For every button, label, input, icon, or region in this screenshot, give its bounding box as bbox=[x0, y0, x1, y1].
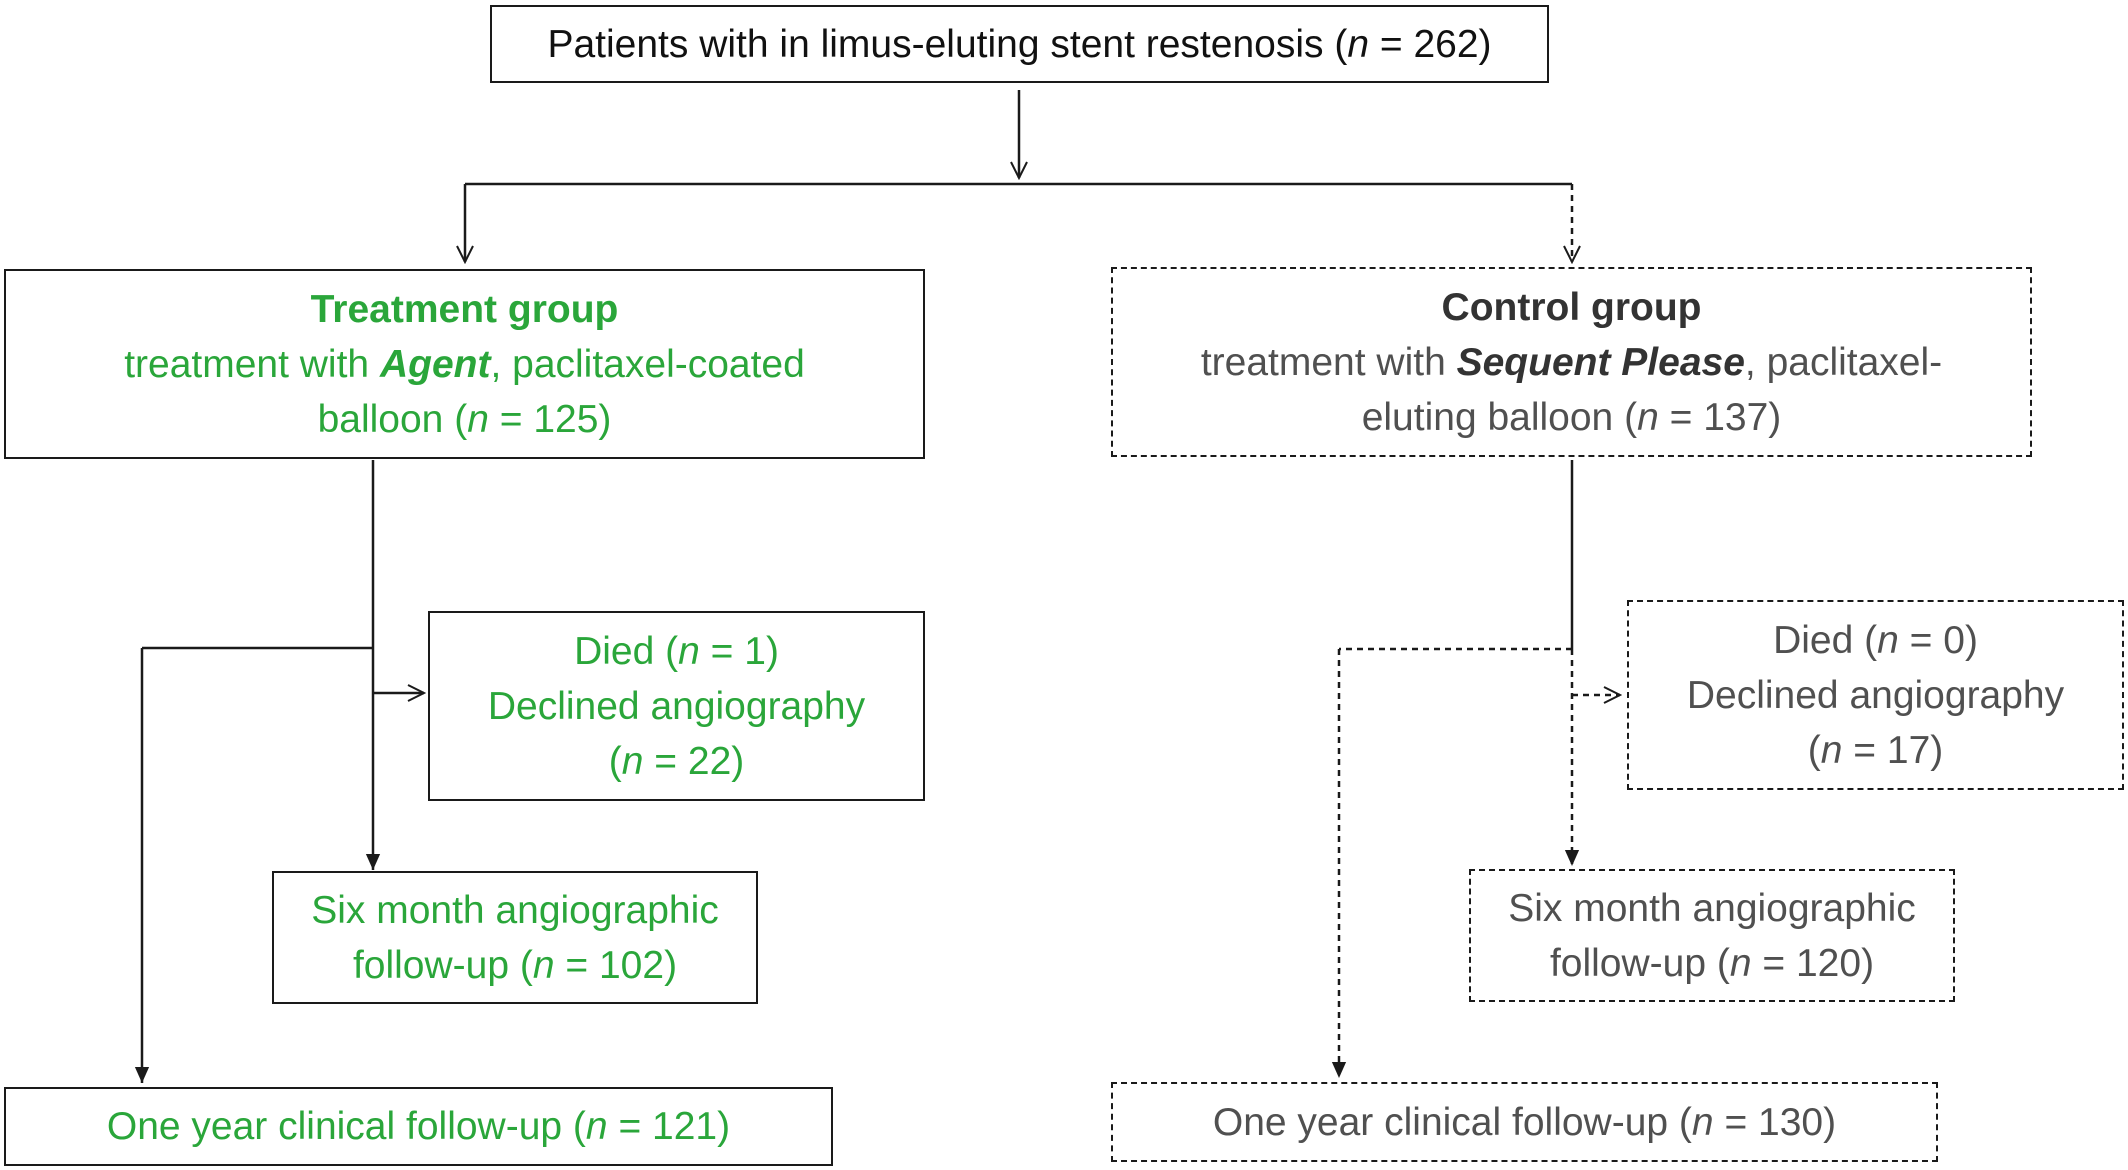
treatment-declined: Declined angiography bbox=[487, 684, 866, 728]
treatment-group-count: balloon (n = 125) bbox=[317, 397, 612, 441]
treatment-six-month-label: Six month angiographic bbox=[311, 888, 719, 932]
control-group-count: eluting balloon (n = 137) bbox=[1361, 395, 1782, 439]
control-one-year-box: One year clinical follow-up (n = 130) bbox=[1111, 1082, 1938, 1162]
control-group-description: treatment with Sequent Please, paclitaxe… bbox=[1200, 340, 1943, 384]
control-six-month-count: follow-up (n = 120) bbox=[1549, 941, 1875, 985]
control-group-box: Control group treatment with Sequent Ple… bbox=[1111, 267, 2032, 457]
treatment-died: Died (n = 1) bbox=[574, 629, 779, 673]
enrollment-box: Patients with in limus-eluting stent res… bbox=[490, 5, 1549, 83]
treatment-group-heading: Treatment group bbox=[310, 287, 619, 331]
treatment-excluded-box: Died (n = 1) Declined angiography (n = 2… bbox=[428, 611, 925, 801]
treatment-group-box: Treatment group treatment with Agent, pa… bbox=[4, 269, 925, 459]
treatment-one-year-box: One year clinical follow-up (n = 121) bbox=[4, 1087, 833, 1166]
treatment-one-year-text: One year clinical follow-up (n = 121) bbox=[106, 1105, 731, 1148]
enrollment-text: Patients with in limus-eluting stent res… bbox=[547, 22, 1492, 66]
control-group-heading: Control group bbox=[1441, 285, 1702, 329]
control-excluded-box: Died (n = 0) Declined angiography (n = 1… bbox=[1627, 600, 2124, 790]
control-one-year-text: One year clinical follow-up (n = 130) bbox=[1212, 1100, 1837, 1144]
treatment-group-description: treatment with Agent, paclitaxel-coated bbox=[124, 342, 805, 386]
control-six-month-label: Six month angiographic bbox=[1508, 886, 1916, 930]
control-declined: Declined angiography bbox=[1686, 673, 2065, 717]
control-declined-count: (n = 17) bbox=[1807, 728, 1944, 772]
treatment-declined-count: (n = 22) bbox=[608, 739, 745, 783]
treatment-six-month-box: Six month angiographic follow-up (n = 10… bbox=[272, 871, 758, 1004]
treatment-six-month-count: follow-up (n = 102) bbox=[352, 943, 678, 987]
control-died: Died (n = 0) bbox=[1773, 618, 1978, 662]
control-six-month-box: Six month angiographic follow-up (n = 12… bbox=[1469, 869, 1955, 1002]
